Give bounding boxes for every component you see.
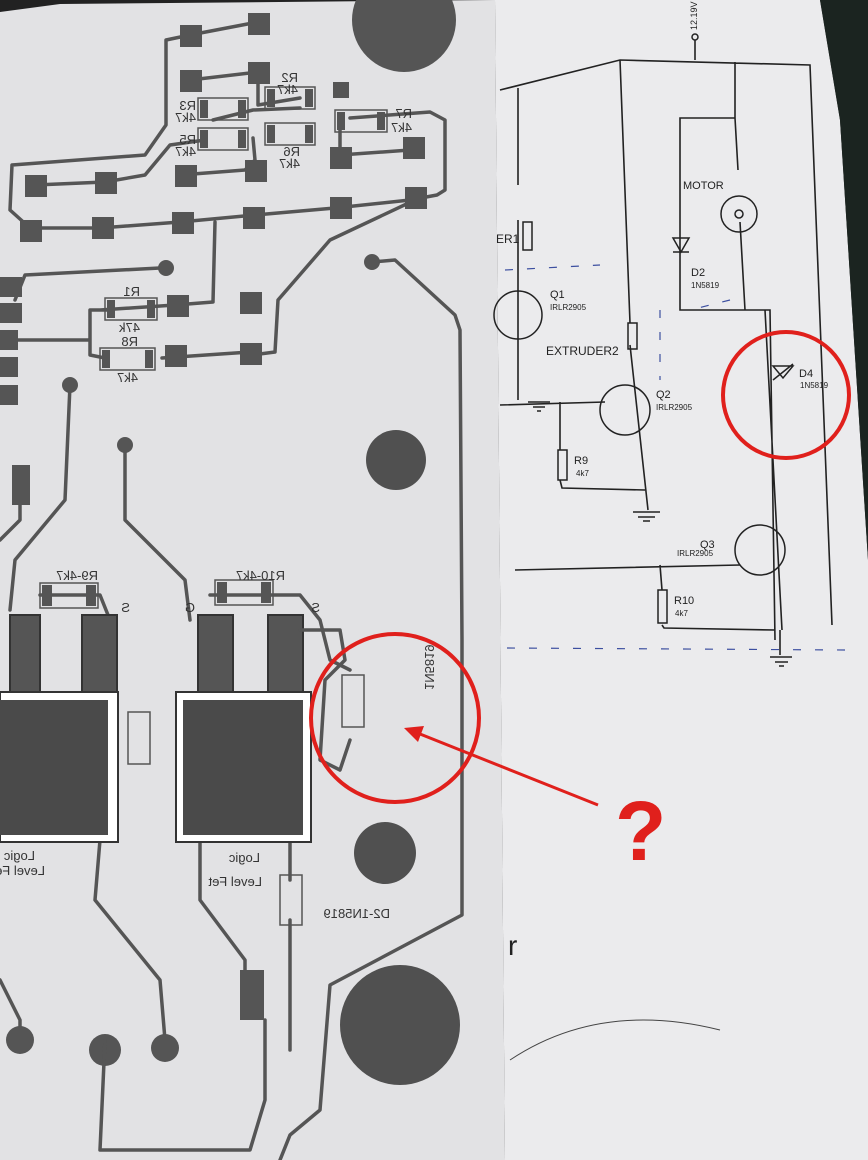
d4-part: 1N5819 [800,381,829,390]
r10-value: 4k7 [675,609,688,618]
q1-part: IRLR2905 [550,303,587,312]
mounting-hole [366,430,426,490]
r1-value: 47k [119,320,140,335]
r8-value: 4k7 [117,370,138,385]
r5-value: 4k7 [175,144,196,159]
motor-symbol [720,195,758,233]
mosfet-q1-symbol [493,290,543,340]
r10-ref: R10 [674,595,694,607]
fet-footprint [0,614,119,843]
highlight-circle-d4 [721,330,851,460]
schematic-paper [495,0,868,1160]
supply-label: 12.19V [689,1,699,30]
q2-part: IRLR2905 [656,403,693,412]
pin-s-label: S [121,600,130,615]
pcb-labels: R2 4k7 R3 4k7 R5 4k7 R6 4k7 R7 4k7 R1 47… [0,70,437,921]
r1-ref: R1 [123,284,140,299]
fet-label-line1: Logic [3,848,35,863]
q3-ref: Q3 [700,539,715,551]
r9-resistor [557,449,568,481]
arrow-line [414,730,599,807]
extruder1-label: ER1 [496,232,520,246]
pin-s-label: S [311,600,320,615]
d2-label: D2-1N5819 [324,906,391,921]
mounting-hole [354,822,416,884]
pin-g-label: G [185,600,195,615]
diode-d4-symbol [771,363,795,381]
d4-ref: D4 [799,368,813,380]
r2-ref: R2 [281,70,298,85]
d2-ref: D2 [691,267,705,279]
d2-part: 1N5819 [691,281,720,290]
r10-resistor [657,589,668,624]
fet-label-line2: Level Fet [208,874,262,889]
diode-label: 1N5819 [422,644,437,690]
extruder2-label: EXTRUDER2 [546,344,619,358]
r10-label: R10-4k7 [236,568,285,583]
mounting-hole [352,0,456,72]
r3-value: 4k7 [175,110,196,125]
r7-ref: R7 [395,106,412,121]
r9-ref: R9 [574,455,588,467]
r7-value: 4k7 [391,120,412,135]
q3-part: IRLR2905 [677,549,714,558]
r6-ref: R6 [283,144,300,159]
r9-label: R9-4k7 [56,568,98,583]
motor-label: MOTOR [683,180,724,192]
r2-value: 4k7 [277,82,298,97]
question-mark: ? [615,784,666,878]
diode-d2-symbol [671,237,691,254]
r8-ref: R8 [121,334,138,349]
r5-ref: R5 [179,132,196,147]
extruder1-resistor [522,221,533,251]
extruder2-resistor [627,322,638,350]
annotations: ? [309,330,851,878]
q1-ref: Q1 [550,289,565,301]
r9-value: 4k7 [576,469,589,478]
r3-ref: R3 [179,98,196,113]
mosfet-q2-symbol [599,384,651,436]
fet-label-line2: Level Fet [0,863,45,878]
ground-symbol [528,401,792,667]
schematic: 12.19V ER1 EXTRUDER2 Q1 IRLR2905 Q2 IRLR… [493,1,851,1061]
highlight-circle-pcb-diode [309,632,481,804]
mounting-hole [340,965,460,1085]
q2-ref: Q2 [656,389,671,401]
r6-value: 4k7 [279,156,300,171]
arrow-head [404,726,424,742]
mosfet-q3-symbol [734,524,786,576]
stray-letter: r [508,930,517,961]
pcb-layout: R2 4k7 R3 4k7 R5 4k7 R6 4k7 R7 4k7 R1 47… [0,0,464,1160]
fet-label-line1: Logic [228,850,260,865]
fet-footprint [175,614,352,843]
